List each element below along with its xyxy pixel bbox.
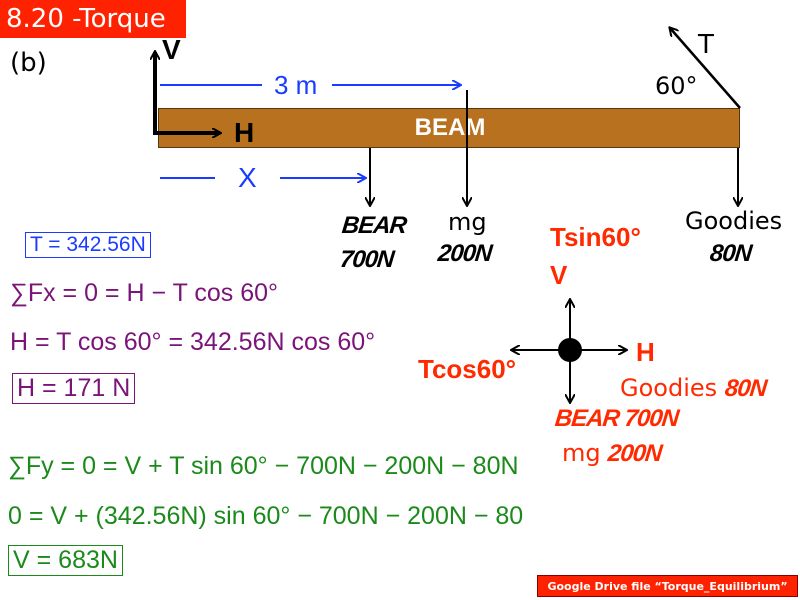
mg-label: mg (448, 208, 487, 236)
part-label: (b) (10, 48, 47, 78)
fbd-goodies-force: 80N (723, 375, 768, 402)
mg-force: 200N (436, 240, 493, 267)
bear-force: 700N (338, 246, 395, 273)
sum-fx-equation: ∑Fx = 0 = H − T cos 60° (10, 279, 278, 307)
fbd-h-label: H (636, 337, 655, 367)
fbd-mg: mg 200N (562, 439, 664, 468)
v-label: V (162, 34, 181, 65)
goodies-force: 80N (708, 240, 753, 267)
fbd-mg-label: mg (562, 439, 601, 467)
sum-fy-equation: ∑Fy = 0 = V + T sin 60° − 700N − 200N − … (8, 452, 519, 480)
h-label: H (234, 117, 255, 148)
fbd-goodies-label: Goodies (620, 374, 718, 402)
fbd-mg-force: 200N (606, 440, 664, 467)
fbd-tsin-label: Tsin60° (550, 222, 641, 252)
beam (158, 108, 740, 148)
tension-result: T = 342.56N (25, 232, 151, 258)
goodies-label: Goodies (685, 207, 783, 235)
fbd-goodies: Goodies 80N (620, 374, 768, 403)
google-drive-link[interactable]: Google Drive file “Torque_Equilibrium” (537, 575, 798, 597)
h-expression: H = T cos 60° = 342.56N cos 60° (10, 328, 376, 356)
fbd-tcos-label: Tcos60° (418, 354, 517, 384)
bear-label: BEAR (340, 212, 408, 239)
fbd-v-label: V (550, 260, 568, 290)
fbd-bear-label: BEAR 700N (553, 405, 680, 432)
distance-x-label: X (238, 162, 257, 193)
h-result: H = 171 N (12, 373, 136, 404)
tension-arrow (670, 28, 741, 109)
v-result: V = 683N (8, 545, 123, 576)
tension-label: T (698, 30, 714, 60)
distance-3m-label: 3 m (274, 70, 318, 100)
slide-title: 8.20 -Torque (0, 0, 186, 38)
v-expression: 0 = V + (342.56N) sin 60° − 700N − 200N … (8, 502, 524, 530)
angle-label: 60° (655, 72, 698, 100)
beam-label: BEAM (414, 114, 486, 141)
